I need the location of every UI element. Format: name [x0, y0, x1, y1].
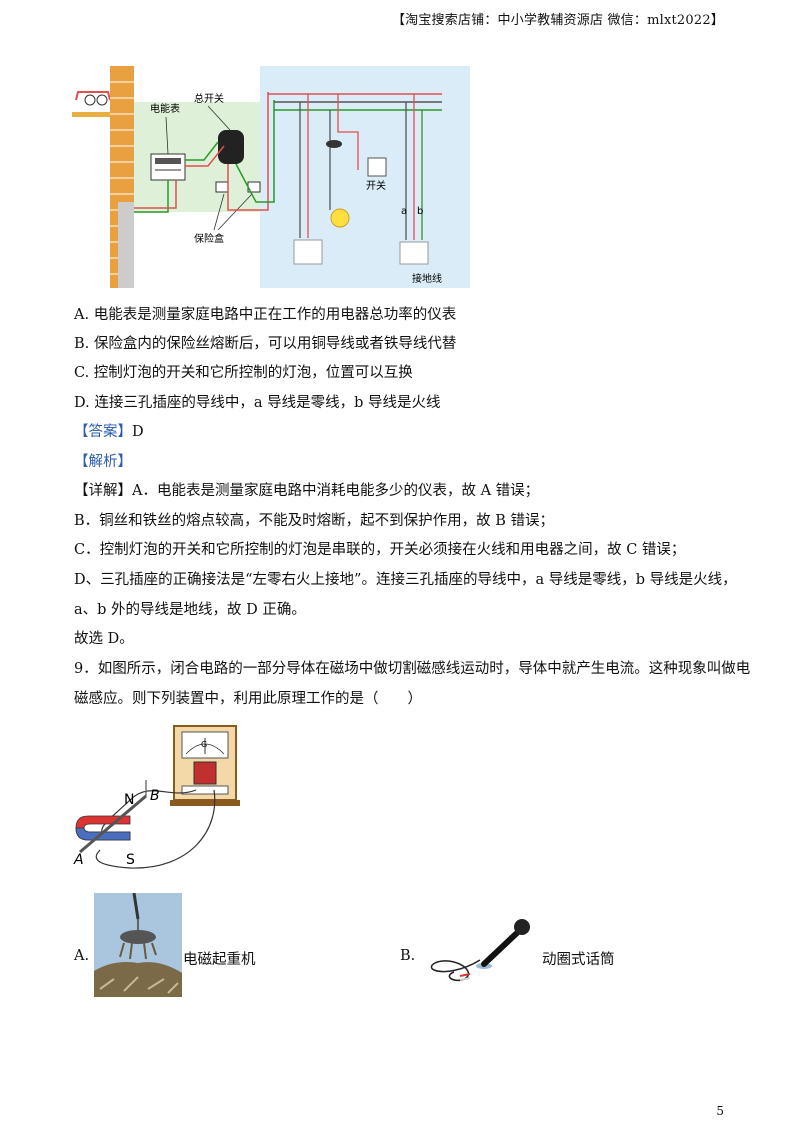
detail-line-5: a、b 外的导线是地线，故 D 正确。: [74, 602, 306, 618]
household-circuit-figure: 电能表 总开关 保险盒 开关 a b 接地线: [72, 66, 470, 288]
detail-line-2: B．铜丝和铁丝的熔点较高，不能及时熔断，起不到保护作用，故 B 错误；: [74, 513, 555, 529]
page-header: 【淘宝搜索店铺：中小学教辅资源店 微信：mlxt2022】: [391, 13, 724, 28]
q8-option-a: A. 电能表是测量家庭电路中正在工作的用电器总功率的仪表: [74, 307, 457, 323]
detail-line-6: 故选 D。: [74, 631, 134, 647]
detail-line-4: D、三孔插座的正确接法是“左零右火上接地”。连接三孔插座的导线中，a 导线是零线…: [74, 572, 737, 588]
detail-line-3: C．控制灯泡的开关和它所控制的灯泡是串联的，开关必须接在火线和用电器之间，故 C…: [74, 542, 686, 558]
q9-stem-line-2: 磁感应。则下列装置中，利用此原理工作的是（ ）: [74, 691, 422, 707]
answer-line: 【答案】D: [74, 420, 144, 441]
q9-option-a-letter: A.: [74, 948, 90, 964]
wire-b-label: b: [417, 206, 423, 217]
analysis-tag: 【解析】: [74, 454, 132, 470]
main-switch-label: 总开关: [194, 92, 224, 105]
ground-label: 接地线: [412, 272, 442, 285]
q9-option-b-text: 动圈式话筒: [542, 952, 615, 968]
switch-label: 开关: [366, 179, 386, 192]
q9-option-b-letter: B.: [400, 948, 416, 964]
q9-stem-line-1: 9．如图所示，闭合电路的一部分导体在磁场中做切割磁感线运动时，导体中就产生电流。…: [74, 661, 751, 677]
answer-tag: 【答案】: [74, 424, 132, 440]
page-number: 5: [716, 1104, 724, 1118]
detail-line-1: 【详解】A．电能表是测量家庭电路中消耗电能多少的仪表，故 A 错误；: [74, 483, 540, 499]
wire-a-label: a: [401, 206, 407, 217]
q8-option-d: D. 连接三孔插座的导线中，a 导线是零线，b 导线是火线: [74, 395, 441, 411]
meter-label: 电能表: [150, 102, 180, 115]
q8-option-c: C. 控制灯泡的开关和它所控制的灯泡，位置可以互换: [74, 365, 413, 381]
microphone-photo: [430, 919, 530, 982]
conductor-end-a-label: A: [73, 852, 84, 868]
crane-photo: [94, 893, 182, 997]
magnet-north-label: N: [124, 792, 134, 808]
magnet-south-label: S: [126, 852, 135, 868]
induction-figure: G N S A B: [73, 725, 240, 869]
conductor-end-b-label: B: [150, 788, 160, 804]
answer-value: D: [132, 424, 144, 440]
fuse-box-label: 保险盒: [194, 232, 224, 245]
galvanometer-g-label: G: [201, 740, 207, 749]
q8-option-b: B. 保险盒内的保险丝熔断后，可以用铜导线或者铁导线代替: [74, 336, 457, 352]
q9-option-a-text: 电磁起重机: [183, 952, 256, 968]
